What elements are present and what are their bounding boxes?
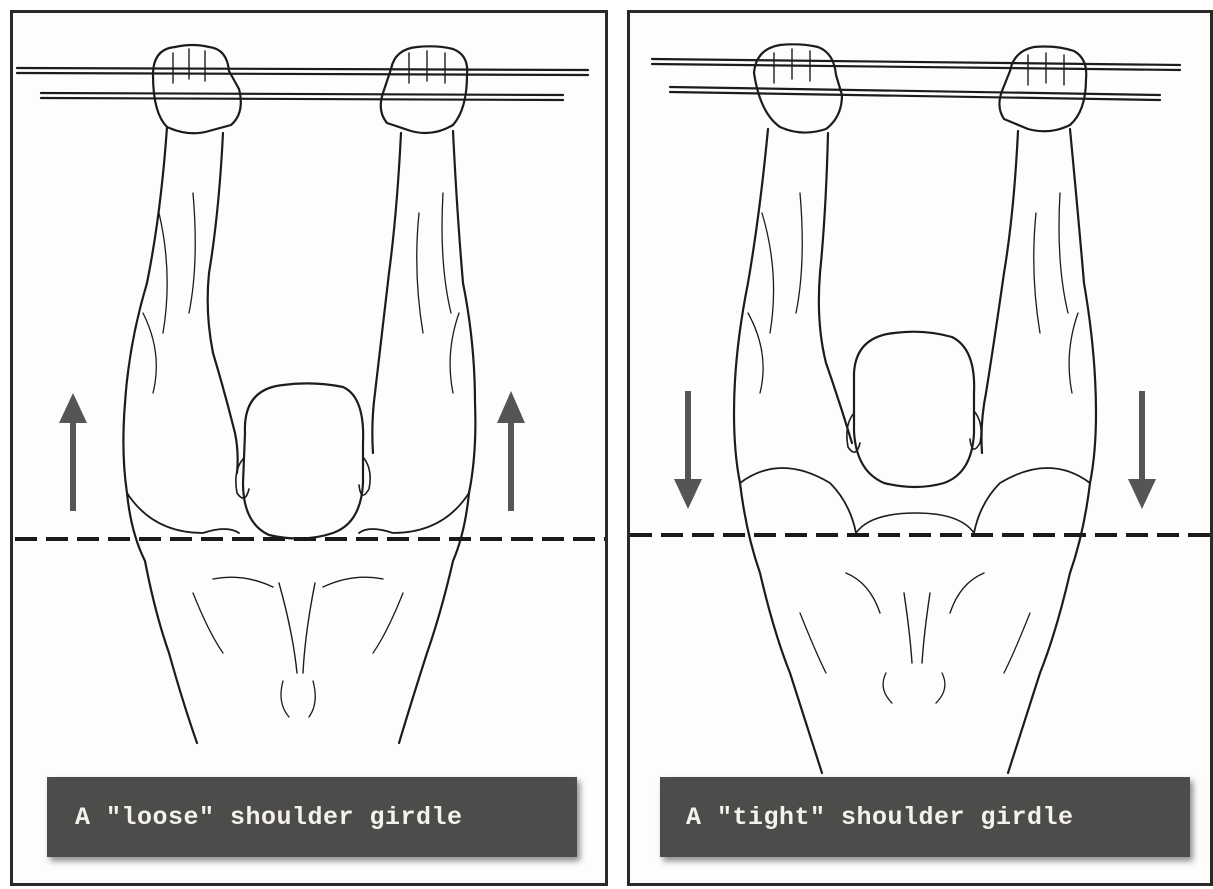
right-arm	[372, 131, 475, 493]
torso	[740, 483, 1090, 773]
head	[243, 383, 363, 538]
caption-tight: A "tight" shoulder girdle	[660, 777, 1190, 857]
arrow-up-right-icon	[497, 391, 525, 511]
right-arm	[982, 129, 1097, 483]
left-arm	[734, 129, 852, 483]
arrow-down-right-icon	[1128, 391, 1156, 509]
head	[854, 332, 974, 487]
panel-loose-shoulder-girdle: A "loose" shoulder girdle	[10, 10, 608, 886]
arrow-up-left-icon	[59, 393, 87, 511]
caption-loose: A "loose" shoulder girdle	[47, 777, 577, 857]
illustration-tight	[630, 13, 1210, 883]
right-hand	[381, 46, 467, 133]
panel-tight-shoulder-girdle: A "tight" shoulder girdle	[627, 10, 1213, 886]
illustration-loose	[13, 13, 605, 883]
left-hand	[153, 45, 241, 133]
right-hand	[999, 47, 1086, 132]
pull-up-bar	[17, 68, 588, 100]
pull-up-bar	[652, 59, 1180, 100]
left-arm	[123, 127, 237, 493]
arrow-down-left-icon	[674, 391, 702, 509]
